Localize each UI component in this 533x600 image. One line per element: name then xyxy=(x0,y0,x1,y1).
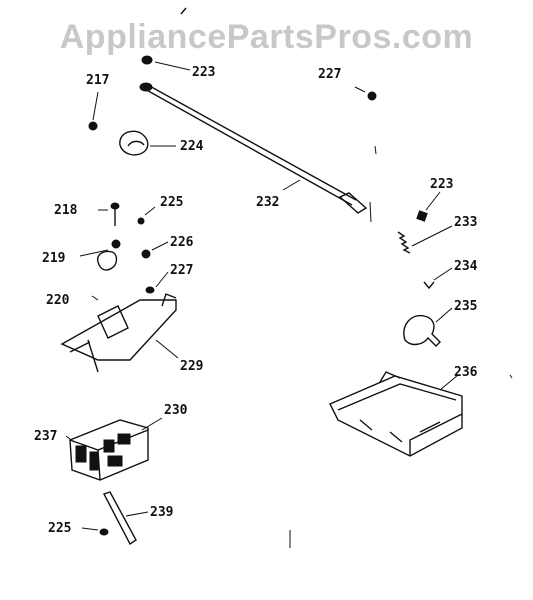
part-219 xyxy=(79,239,121,271)
part-236-tray xyxy=(329,371,513,457)
part-233-spring xyxy=(397,225,453,254)
part-234 xyxy=(423,267,453,290)
callout-233: 233 xyxy=(454,215,477,230)
callout-226: 226 xyxy=(170,235,194,250)
callout-220: 220 xyxy=(46,293,70,308)
callout-237: 237 xyxy=(34,429,57,444)
part-218 xyxy=(98,202,120,226)
part-232-rod xyxy=(139,82,372,223)
part-229-bracket xyxy=(60,293,179,373)
part-224-bracket xyxy=(119,130,176,156)
callout-224: 224 xyxy=(180,139,204,154)
top-mark xyxy=(180,7,187,15)
callout-225-bottom: 225 xyxy=(48,521,71,536)
part-225-top xyxy=(137,206,156,225)
callout-219: 219 xyxy=(42,251,65,266)
callout-234: 234 xyxy=(454,259,478,274)
callout-227-top: 227 xyxy=(318,67,341,82)
callout-232: 232 xyxy=(256,195,279,210)
callout-218: 218 xyxy=(54,203,78,218)
part-239-lever xyxy=(103,491,149,546)
part-223-right xyxy=(416,191,441,222)
callout-229: 229 xyxy=(180,359,203,374)
part-230-timer xyxy=(65,417,163,481)
part-227-top xyxy=(354,86,377,101)
callout-239: 239 xyxy=(150,505,173,520)
callout-227-mid: 227 xyxy=(170,263,193,278)
watermark-text: AppliancePartsPros.com xyxy=(59,18,474,56)
part-227-mid xyxy=(145,271,169,294)
part-235-bracket xyxy=(403,307,453,347)
callout-235: 235 xyxy=(454,299,477,314)
stray-mark-2 xyxy=(374,145,377,155)
part-223-top xyxy=(141,55,191,71)
callout-223-top: 223 xyxy=(192,65,215,80)
callout-223-right: 223 xyxy=(430,177,453,192)
callout-230: 230 xyxy=(164,403,188,418)
callout-225-top: 225 xyxy=(160,195,183,210)
part-225-bottom xyxy=(81,527,109,536)
callout-236: 236 xyxy=(454,365,478,380)
part-226 xyxy=(141,241,169,259)
part-217 xyxy=(88,91,99,131)
callout-217: 217 xyxy=(86,73,109,88)
